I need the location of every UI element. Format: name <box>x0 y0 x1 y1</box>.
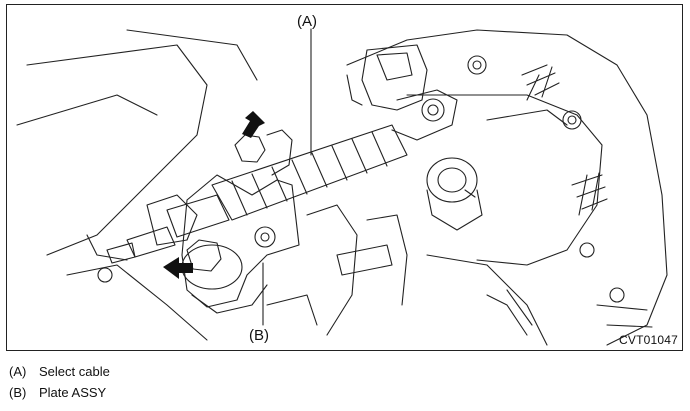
legend-key: (A) <box>9 364 27 379</box>
legend-text: Plate ASSY <box>39 385 107 400</box>
legend-item-a: (A) Select cable <box>9 364 110 379</box>
diagram-figure: (A) (B) CVT01047 <box>6 4 683 351</box>
legend-key: (B) <box>9 385 27 400</box>
figure-code: CVT01047 <box>619 333 678 347</box>
legend-item-b: (B) Plate ASSY <box>9 385 106 400</box>
callout-b: (B) <box>249 327 269 344</box>
legend-text: Select cable <box>39 364 110 379</box>
engine-illustration <box>16 28 668 346</box>
callout-a: (A) <box>297 13 317 30</box>
